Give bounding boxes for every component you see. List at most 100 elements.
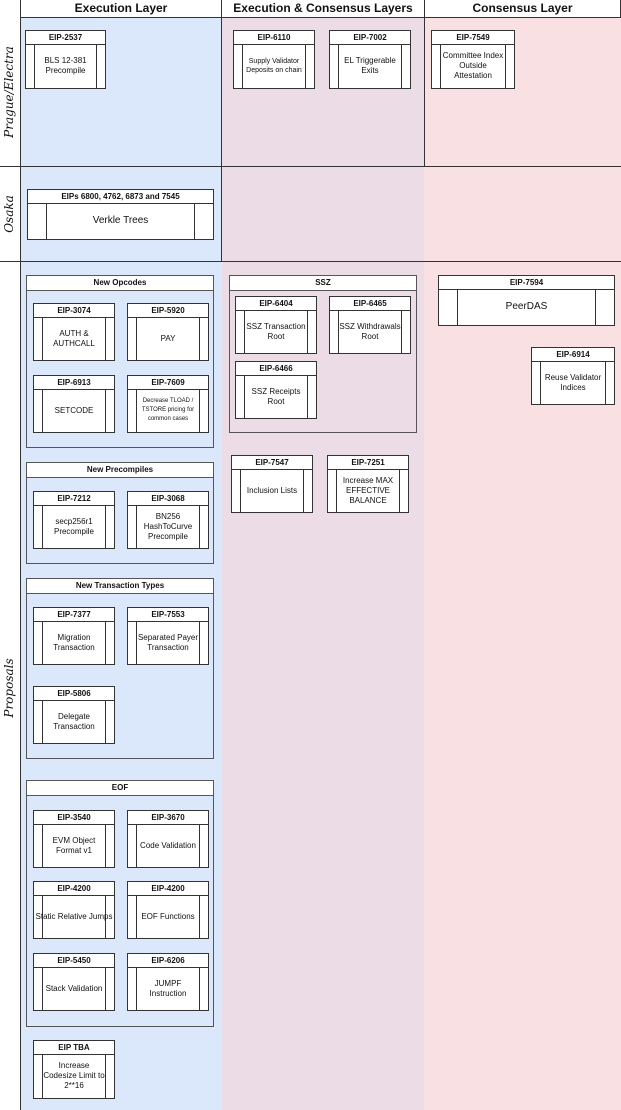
eip-description: EVM Object Format v1	[52, 835, 96, 855]
group-title: New Opcodes	[27, 276, 213, 291]
eip-description: SSZ Receipts Root	[251, 386, 301, 406]
group-title: New Precompiles	[27, 463, 213, 478]
eip-description: Inclusion Lists	[246, 485, 298, 495]
eip-description: Static Relative Jumps	[35, 911, 113, 921]
eip-7377-card[interactable]: EIP-7377 Migration Transaction	[33, 607, 115, 665]
eip-tba-card[interactable]: EIP TBA Increase Codesize Limit to 2**16	[33, 1040, 115, 1099]
eip-id: EIP-5920	[128, 304, 208, 318]
eip-description: PeerDAS	[505, 301, 548, 312]
eip-description: Increase MAX EFFECTIVE BALANCE	[342, 475, 394, 505]
eip-description: Supply Validator Deposits on chain	[246, 58, 302, 74]
eip-6914-card[interactable]: EIP-6914 Reuse Validator Indices	[531, 347, 615, 405]
eip-id: EIP-6404	[236, 297, 316, 311]
eip-description: Code Validation	[140, 840, 196, 850]
eip-7609-card[interactable]: EIP-7609 Decrease TLOAD / TSTORE pricing…	[127, 375, 209, 433]
eip-id: EIP-6465	[330, 297, 410, 311]
eip-id: EIP-4200	[34, 882, 114, 896]
eip-description: Migration Transaction	[53, 632, 95, 652]
eip-5450-card[interactable]: EIP-5450 Stack Validation	[33, 953, 115, 1011]
eip-7002-card[interactable]: EIP-7002 EL Triggerable Exits	[329, 30, 411, 89]
new-transaction-types-group: New Transaction Types	[26, 578, 214, 759]
grid-line-col1	[221, 18, 222, 262]
eip-description: JUMPF Instruction	[149, 978, 187, 998]
grid-line-left	[20, 0, 21, 1110]
eip-id: EIP-3670	[128, 811, 208, 825]
header-consensus-layer: Consensus Layer	[424, 0, 621, 18]
eip-id: EIP-4200	[128, 882, 208, 896]
row-divider-2	[0, 261, 621, 262]
eip-7594-card[interactable]: EIP-7594 PeerDAS	[438, 275, 615, 326]
eip-id: EIP-7002	[330, 31, 410, 45]
eip-description: AUTH & AUTHCALL	[53, 328, 95, 348]
eof-group: EOF	[26, 780, 214, 1027]
eip-7212-card[interactable]: EIP-7212 secp256r1 Precompile	[33, 491, 115, 549]
grid-line-col2	[424, 18, 425, 167]
eip-id: EIP-3068	[128, 492, 208, 506]
eip-description: EOF Functions	[141, 911, 195, 921]
eip-description: PAY	[160, 333, 176, 343]
eip-7549-card[interactable]: EIP-7549 Committee Index Outside Attesta…	[431, 30, 515, 89]
eip-id: EIPs 6800, 4762, 6873 and 7545	[28, 190, 213, 204]
eip-id: EIP-7609	[128, 376, 208, 390]
eip-id: EIP TBA	[34, 1041, 114, 1055]
eip-description: Delegate Transaction	[53, 711, 95, 731]
eip-description: Stack Validation	[45, 983, 103, 993]
group-title: SSZ	[230, 276, 416, 291]
eip-2537-card[interactable]: EIP-2537 BLS 12-381 Precompile	[25, 30, 106, 89]
new-precompiles-group: New Precompiles	[26, 462, 214, 564]
eip-description: Separated Payer Transaction	[137, 632, 199, 652]
eip-6913-card[interactable]: EIP-6913 SETCODE	[33, 375, 115, 433]
eip-id: EIP-3540	[34, 811, 114, 825]
eip-3670-card[interactable]: EIP-3670 Code Validation	[127, 810, 209, 868]
consensus-column-bg	[424, 0, 621, 1110]
eip-description: SSZ Transaction Root	[246, 321, 306, 341]
eip-description: Verkle Trees	[92, 215, 149, 226]
row-label-osaka: Osaka	[2, 195, 16, 233]
group-title: New Transaction Types	[27, 579, 213, 594]
eip-description: secp256r1 Precompile	[53, 516, 94, 536]
eip-id: EIP-5806	[34, 687, 114, 701]
eip-id: EIP-5450	[34, 954, 114, 968]
eip-id: EIP-7212	[34, 492, 114, 506]
eip-6466-card[interactable]: EIP-6466 SSZ Receipts Root	[235, 361, 317, 419]
header-execution-consensus-layers: Execution & Consensus Layers	[221, 0, 425, 18]
eip-id: EIP-7553	[128, 608, 208, 622]
group-title: EOF	[27, 781, 213, 796]
eip-6110-card[interactable]: EIP-6110 Supply Validator Deposits on ch…	[233, 30, 315, 89]
eip-6404-card[interactable]: EIP-6404 SSZ Transaction Root	[235, 296, 317, 354]
eip-id: EIP-7251	[328, 456, 408, 470]
eip-3068-card[interactable]: EIP-3068 BN256 HashToCurve Precompile	[127, 491, 209, 549]
ssz-group: SSZ	[229, 275, 417, 433]
eip-3074-card[interactable]: EIP-3074 AUTH & AUTHCALL	[33, 303, 115, 361]
row-label-prague-electra: Prague/Electra	[2, 46, 16, 138]
row-label-proposals: Proposals	[2, 658, 16, 718]
eip-id: EIP-7377	[34, 608, 114, 622]
eip-id: EIP-7549	[432, 31, 514, 45]
eip-id: EIP-6914	[532, 348, 614, 362]
eip-4200-static-jumps-card[interactable]: EIP-4200 Static Relative Jumps	[33, 881, 115, 939]
eip-5806-card[interactable]: EIP-5806 Delegate Transaction	[33, 686, 115, 744]
eip-7553-card[interactable]: EIP-7553 Separated Payer Transaction	[127, 607, 209, 665]
eip-id: EIP-6913	[34, 376, 114, 390]
eip-6465-card[interactable]: EIP-6465 SSZ Withdrawals Root	[329, 296, 411, 354]
eip-6206-card[interactable]: EIP-6206 JUMPF Instruction	[127, 953, 209, 1011]
new-opcodes-group: New Opcodes	[26, 275, 214, 448]
eip-3540-card[interactable]: EIP-3540 EVM Object Format v1	[33, 810, 115, 868]
eip-7547-card[interactable]: EIP-7547 Inclusion Lists	[231, 455, 313, 513]
eip-description: Increase Codesize Limit to 2**16	[43, 1061, 105, 1090]
eip-id: EIP-2537	[26, 31, 105, 45]
verkle-trees-card[interactable]: EIPs 6800, 4762, 6873 and 7545 Verkle Tr…	[27, 189, 214, 240]
eip-description: BN256 HashToCurve Precompile	[143, 511, 193, 541]
eip-7251-card[interactable]: EIP-7251 Increase MAX EFFECTIVE BALANCE	[327, 455, 409, 513]
eip-id: EIP-6110	[234, 31, 314, 45]
eip-4200-eof-functions-card[interactable]: EIP-4200 EOF Functions	[127, 881, 209, 939]
row-divider-1	[0, 166, 621, 167]
both-layers-column-bg	[222, 0, 424, 1110]
eip-id: EIP-6466	[236, 362, 316, 376]
eip-id: EIP-3074	[34, 304, 114, 318]
eip-description: SETCODE	[54, 405, 94, 415]
eip-description: EL Triggerable Exits	[344, 56, 396, 75]
eip-description: BLS 12-381 Precompile	[44, 56, 87, 75]
eip-description: Reuse Validator Indices	[544, 372, 602, 392]
eip-5920-card[interactable]: EIP-5920 PAY	[127, 303, 209, 361]
